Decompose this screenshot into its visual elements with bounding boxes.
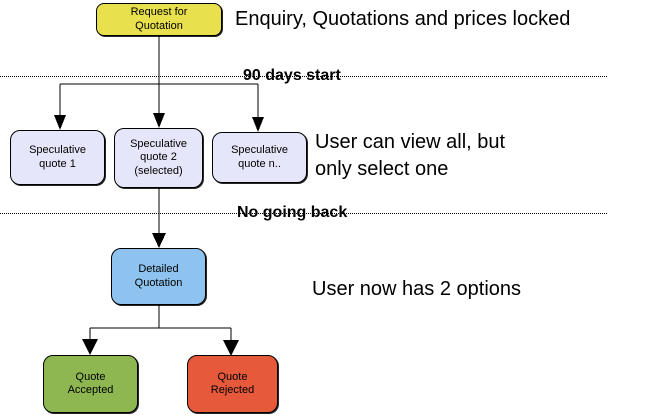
milestone-line-90-days — [0, 76, 607, 77]
milestone-line-no-going-back — [0, 213, 607, 214]
node-request-for-quotation: Request for Quotation — [96, 3, 222, 36]
milestone-label-90-days-start: 90 days start — [243, 67, 341, 84]
annotation-enquiry-quotations-locked: Enquiry, Quotations and prices locked — [235, 8, 571, 30]
node-detailed-quotation: Detailed Quotation — [111, 248, 206, 305]
node-speculative-quote-1: Speculative quote 1 — [10, 130, 105, 185]
node-quote-accepted: Quote Accepted — [43, 355, 138, 413]
milestone-label-no-going-back: No going back — [237, 204, 348, 221]
node-quote-rejected: Quote Rejected — [187, 355, 278, 413]
annotation-user-can-view-all: User can view all, but only select one — [315, 131, 506, 180]
node-speculative-quote-2-selected: Speculative quote 2 (selected) — [114, 128, 203, 188]
annotation-user-has-2-options: User now has 2 options — [312, 278, 522, 300]
node-speculative-quote-n: Speculative quote n.. — [212, 132, 307, 183]
